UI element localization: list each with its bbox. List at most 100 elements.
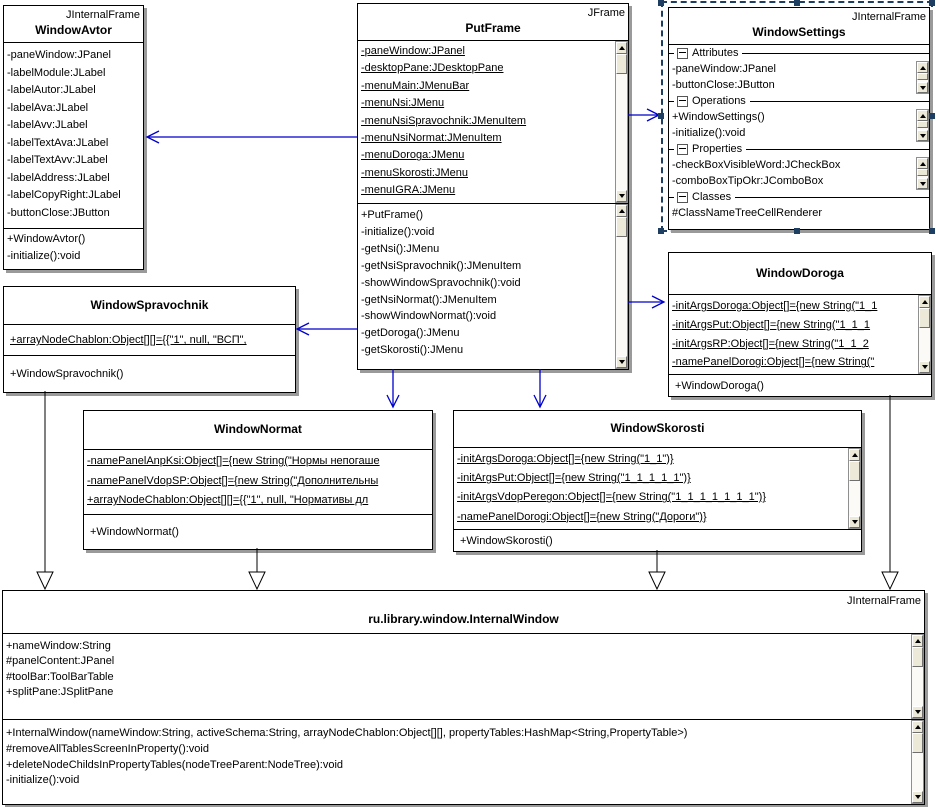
scroll-down-icon[interactable] xyxy=(917,82,928,93)
scroll-up-icon[interactable] xyxy=(849,449,860,461)
association-putframe-windowavtor[interactable] xyxy=(145,130,357,144)
selection-handle[interactable] xyxy=(929,0,935,6)
class-name: WindowDoroga xyxy=(756,265,844,280)
class-box-putframe[interactable]: JFrame PutFrame -paneWindow:JPanel-deskt… xyxy=(357,3,629,370)
collapse-icon[interactable] xyxy=(677,96,688,107)
selection-handle[interactable] xyxy=(929,113,935,119)
attribute-row: -namePanelAnpKsi:Object[]={new String("Н… xyxy=(87,455,380,467)
scroll-down-icon[interactable] xyxy=(912,791,923,803)
selection-handle[interactable] xyxy=(658,228,664,234)
attribute-row: -namePanelDorogi:Object[]={new String(" xyxy=(672,356,875,369)
scrollbar-thumb[interactable] xyxy=(912,647,923,667)
method-row: -showWindowNormat():void xyxy=(361,310,497,323)
attribute-row: -paneWindow:JPanel xyxy=(672,63,776,75)
scrollbar-thumb[interactable] xyxy=(919,308,930,328)
class-box-windowdoroga[interactable]: WindowDoroga -initArgsDoroga:Object[]={n… xyxy=(668,252,932,397)
association-putframe-windownormat[interactable] xyxy=(386,369,400,409)
scroll-up-icon[interactable] xyxy=(616,42,627,54)
scroll-up-icon[interactable] xyxy=(912,635,923,647)
class-row: #ClassNameTreeCellRenderer xyxy=(672,207,822,219)
scroll-up-icon[interactable] xyxy=(919,296,930,308)
section-header-operations: Operations xyxy=(669,94,929,109)
scroll-down-icon[interactable] xyxy=(917,130,928,141)
scroll-up-icon[interactable] xyxy=(917,158,928,169)
section-label: Classes xyxy=(692,191,732,203)
scrollbar[interactable] xyxy=(916,157,929,190)
scrollbar-thumb[interactable] xyxy=(616,54,627,74)
scrollbar[interactable] xyxy=(916,61,929,94)
scrollbar[interactable] xyxy=(615,204,628,369)
method-row: -getDoroga():JMenu xyxy=(361,327,460,340)
scroll-up-icon[interactable] xyxy=(917,110,928,121)
method-row: -getNsiSpravochnik():JMenuItem xyxy=(361,259,522,272)
attribute-row: #toolBar:ToolBarTable xyxy=(6,670,114,683)
class-box-windowspravochnik[interactable]: WindowSpravochnik +arrayNodeChablon:Obje… xyxy=(3,286,296,393)
scroll-down-icon[interactable] xyxy=(849,516,860,528)
class-box-windowskorosti[interactable]: WindowSkorosti -initArgsDoroga:Object[]=… xyxy=(453,410,862,552)
scrollbar-thumb[interactable] xyxy=(917,169,928,176)
scroll-down-icon[interactable] xyxy=(912,706,923,718)
property-row: -comboBoxTipOkr:JComboBox xyxy=(672,175,824,187)
attribute-row: -menuIGRA:JMenu xyxy=(361,184,456,197)
association-putframe-windowsettings[interactable] xyxy=(628,108,661,122)
attribute-row: -buttonClose:JButton xyxy=(7,206,110,219)
scroll-down-icon[interactable] xyxy=(616,190,627,202)
association-putframe-windowskorosti[interactable] xyxy=(533,369,547,409)
scrollbar-thumb[interactable] xyxy=(912,733,923,753)
class-box-windowsettings[interactable]: JInternalFrame WindowSettings Attributes… xyxy=(668,7,930,230)
scrollbar-thumb[interactable] xyxy=(616,217,627,237)
section-items-attributes: -paneWindow:JPanel -buttonClose:JButton xyxy=(669,61,929,94)
attribute-row: -initArgsPut:Object[]={new String("1_1_1 xyxy=(672,318,871,331)
scrollbar-thumb[interactable] xyxy=(917,121,928,128)
collapse-icon[interactable] xyxy=(677,144,688,155)
section-label: Properties xyxy=(692,143,743,155)
attributes-section: -initArgsDoroga:Object[]={new String("1_… xyxy=(669,295,931,374)
generalization-windowspravochnik-internalwindow[interactable] xyxy=(36,391,54,591)
attribute-row: -desktopPane:JDesktopPane xyxy=(361,62,504,75)
selection-handle[interactable] xyxy=(794,0,800,6)
scroll-up-icon[interactable] xyxy=(912,721,923,733)
scrollbar[interactable] xyxy=(615,41,628,203)
selection-handle[interactable] xyxy=(658,0,664,6)
generalization-windowskorosti-internalwindow[interactable] xyxy=(648,550,666,591)
association-putframe-windowspravochnik[interactable] xyxy=(295,322,357,336)
scroll-down-icon[interactable] xyxy=(616,356,627,368)
scrollbar[interactable] xyxy=(911,720,924,804)
section-header-attributes: Attributes xyxy=(669,46,929,61)
scrollbar-thumb[interactable] xyxy=(849,461,860,481)
scrollbar[interactable] xyxy=(911,634,924,719)
attribute-row: -initArgsVdopPeregon:Object[]={new Strin… xyxy=(457,491,766,504)
scroll-up-icon[interactable] xyxy=(616,205,627,217)
selection-handle[interactable] xyxy=(929,228,935,234)
collapse-icon[interactable] xyxy=(677,48,688,59)
class-box-internalwindow[interactable]: JInternalFrame ru.library.window.Interna… xyxy=(2,590,925,805)
class-box-windowavtor[interactable]: JInternalFrame WindowAvtor -paneWindow:J… xyxy=(3,5,144,270)
scrollbar[interactable] xyxy=(918,295,931,374)
attribute-row: -namePanelDorogi:Object[]={new String("Д… xyxy=(457,510,707,523)
methods-section: +PutFrame()-initialize():void-getNsi():J… xyxy=(358,203,628,369)
class-header: WindowSpravochnik xyxy=(4,287,295,325)
scroll-down-icon[interactable] xyxy=(917,178,928,189)
attribute-row: -namePanelVdopSP:Object[]={new String("Д… xyxy=(87,474,379,487)
class-box-windownormat[interactable]: WindowNormat -namePanelAnpKsi:Object[]={… xyxy=(83,410,433,550)
scroll-down-icon[interactable] xyxy=(919,361,930,373)
settings-sections: Attributes -paneWindow:JPanel -buttonClos… xyxy=(669,45,929,229)
method-row: +WindowSpravochnik() xyxy=(10,368,124,380)
generalization-windowdoroga-internalwindow[interactable] xyxy=(881,395,899,591)
selection-handle[interactable] xyxy=(658,113,664,119)
methods-section: +WindowSpravochnik() xyxy=(4,355,295,392)
selection-handle[interactable] xyxy=(794,228,800,234)
collapse-icon[interactable] xyxy=(677,192,688,203)
class-header: JInternalFrame ru.library.window.Interna… xyxy=(3,591,924,634)
class-header: WindowNormat xyxy=(84,411,432,450)
attribute-row: -buttonClose:JButton xyxy=(672,79,775,91)
attribute-row: -labelAutor:JLabel xyxy=(7,84,96,96)
scroll-up-icon[interactable] xyxy=(917,62,928,73)
scrollbar-thumb[interactable] xyxy=(917,73,928,80)
scrollbar[interactable] xyxy=(916,109,929,142)
method-row: -initialize():void xyxy=(6,774,80,787)
scrollbar[interactable] xyxy=(848,448,861,529)
generalization-windownormat-internalwindow[interactable] xyxy=(248,548,266,591)
association-putframe-windowdoroga[interactable] xyxy=(628,295,666,309)
